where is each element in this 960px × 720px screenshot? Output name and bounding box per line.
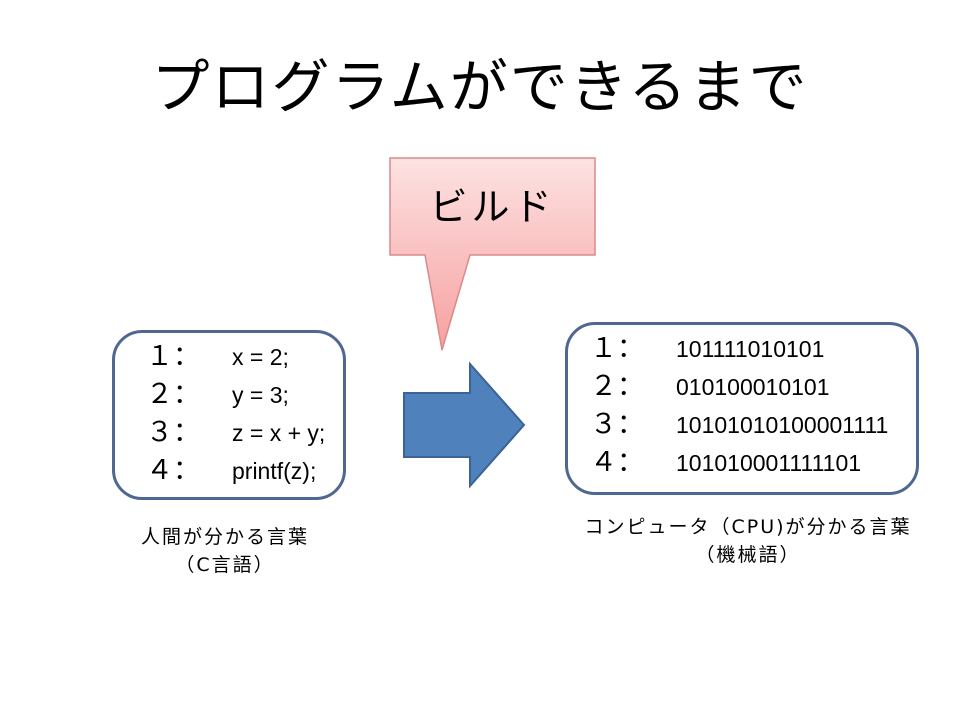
line-number: ２： (146, 379, 200, 410)
line-number: ４： (146, 455, 200, 486)
source-caption-line-2: （C言語） (175, 554, 275, 576)
line-number: １： (146, 341, 200, 372)
page-title: プログラムができるまで (151, 53, 809, 121)
code-text: z = x + y; (232, 420, 326, 446)
machine-code-box (565, 322, 919, 495)
machine-caption: コンピュータ（CPU)が分かる言葉 （機械語） (548, 513, 948, 569)
machine-caption-line-2: （機械語） (695, 544, 801, 566)
line-number: ２： (590, 371, 644, 402)
line-number: ４： (590, 447, 644, 478)
source-caption-line-1: 人間が分かる言葉 (140, 526, 309, 548)
line-number: ３： (146, 417, 200, 448)
callout-shape (389, 157, 596, 351)
code-text: 101111010101 (676, 336, 825, 362)
machine-caption-line-1: コンピュータ（CPU)が分かる言葉 (584, 516, 912, 538)
code-text: y = 3; (232, 382, 289, 408)
code-text: 10101010100001111 (676, 412, 889, 438)
source-caption: 人間が分かる言葉 （C言語） (110, 523, 340, 579)
callout-label: ビルド (429, 185, 556, 229)
code-text: printf(z); (232, 458, 317, 484)
line-number: ３： (590, 409, 644, 440)
right-arrow-icon (403, 361, 526, 489)
line-number: １： (590, 333, 644, 364)
code-text: 101010001111101 (676, 450, 862, 476)
build-callout (389, 157, 596, 351)
code-text: x = 2; (232, 344, 289, 370)
source-code-box (112, 330, 346, 500)
code-text: 010100010101 (676, 374, 830, 400)
